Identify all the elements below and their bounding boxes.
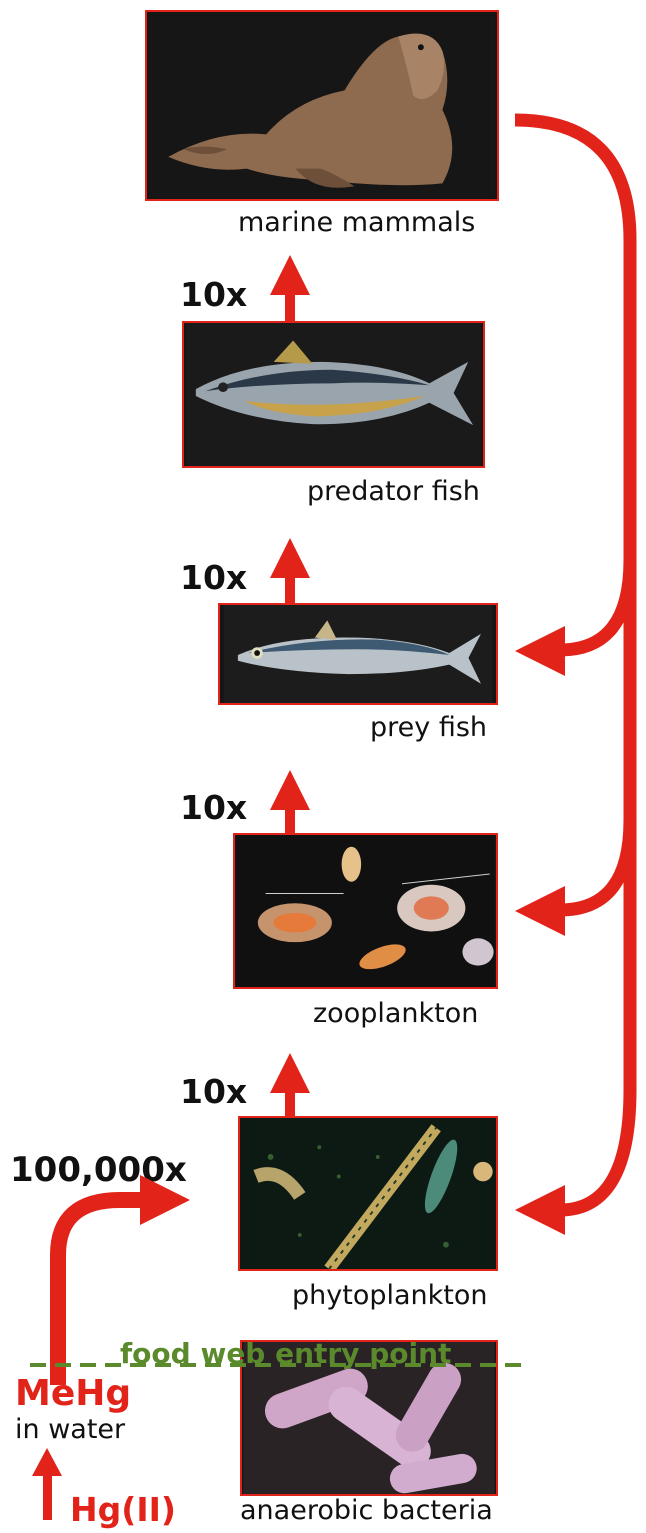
feedback-arrow-path — [515, 120, 630, 1210]
hg-up-arrowhead — [32, 1448, 62, 1476]
feedback-branch-zoo — [560, 820, 630, 910]
feedback-arrowhead-prey — [515, 626, 565, 676]
food-web-entry-label: food web entry point — [120, 1337, 451, 1370]
label-anaerobic-bacteria: anaerobic bacteria — [240, 1495, 493, 1526]
up-arrow-zoo-to-prey — [270, 770, 310, 835]
mehg-label: MeHg — [15, 1373, 131, 1414]
feedback-arrowhead-zoo — [515, 886, 565, 936]
multiplier-water-to-phyto: 100,000x — [10, 1150, 187, 1190]
multiplier-predator-to-mammal: 10x — [180, 275, 247, 314]
hg-up-arrow-shaft — [43, 1468, 52, 1520]
label-phytoplankton: phytoplankton — [292, 1280, 488, 1311]
label-zooplankton: zooplankton — [313, 998, 478, 1029]
label-prey-fish: prey fish — [370, 712, 487, 743]
feedback-arrowhead-phyto — [515, 1185, 565, 1235]
up-arrow-predator-to-mammal — [270, 255, 310, 322]
multiplier-phyto-to-zoo: 10x — [180, 1072, 247, 1111]
mehg-in-water-label: in water — [15, 1414, 125, 1445]
feedback-branch-prey — [560, 560, 630, 650]
phytoplankton-photo — [238, 1116, 498, 1271]
zooplankton-photo — [233, 833, 498, 989]
label-predator-fish: predator fish — [307, 476, 480, 507]
marine-mammal-photo — [145, 10, 499, 201]
predator-fish-photo — [182, 321, 485, 468]
up-arrow-prey-to-predator — [270, 538, 310, 605]
prey-fish-photo — [218, 603, 498, 705]
multiplier-prey-to-predator: 10x — [180, 558, 247, 597]
up-arrow-phyto-to-zoo — [270, 1053, 310, 1118]
label-marine-mammals: marine mammals — [238, 207, 475, 238]
multiplier-zoo-to-prey: 10x — [180, 788, 247, 827]
hg-ii-label: Hg(II) — [70, 1490, 176, 1529]
